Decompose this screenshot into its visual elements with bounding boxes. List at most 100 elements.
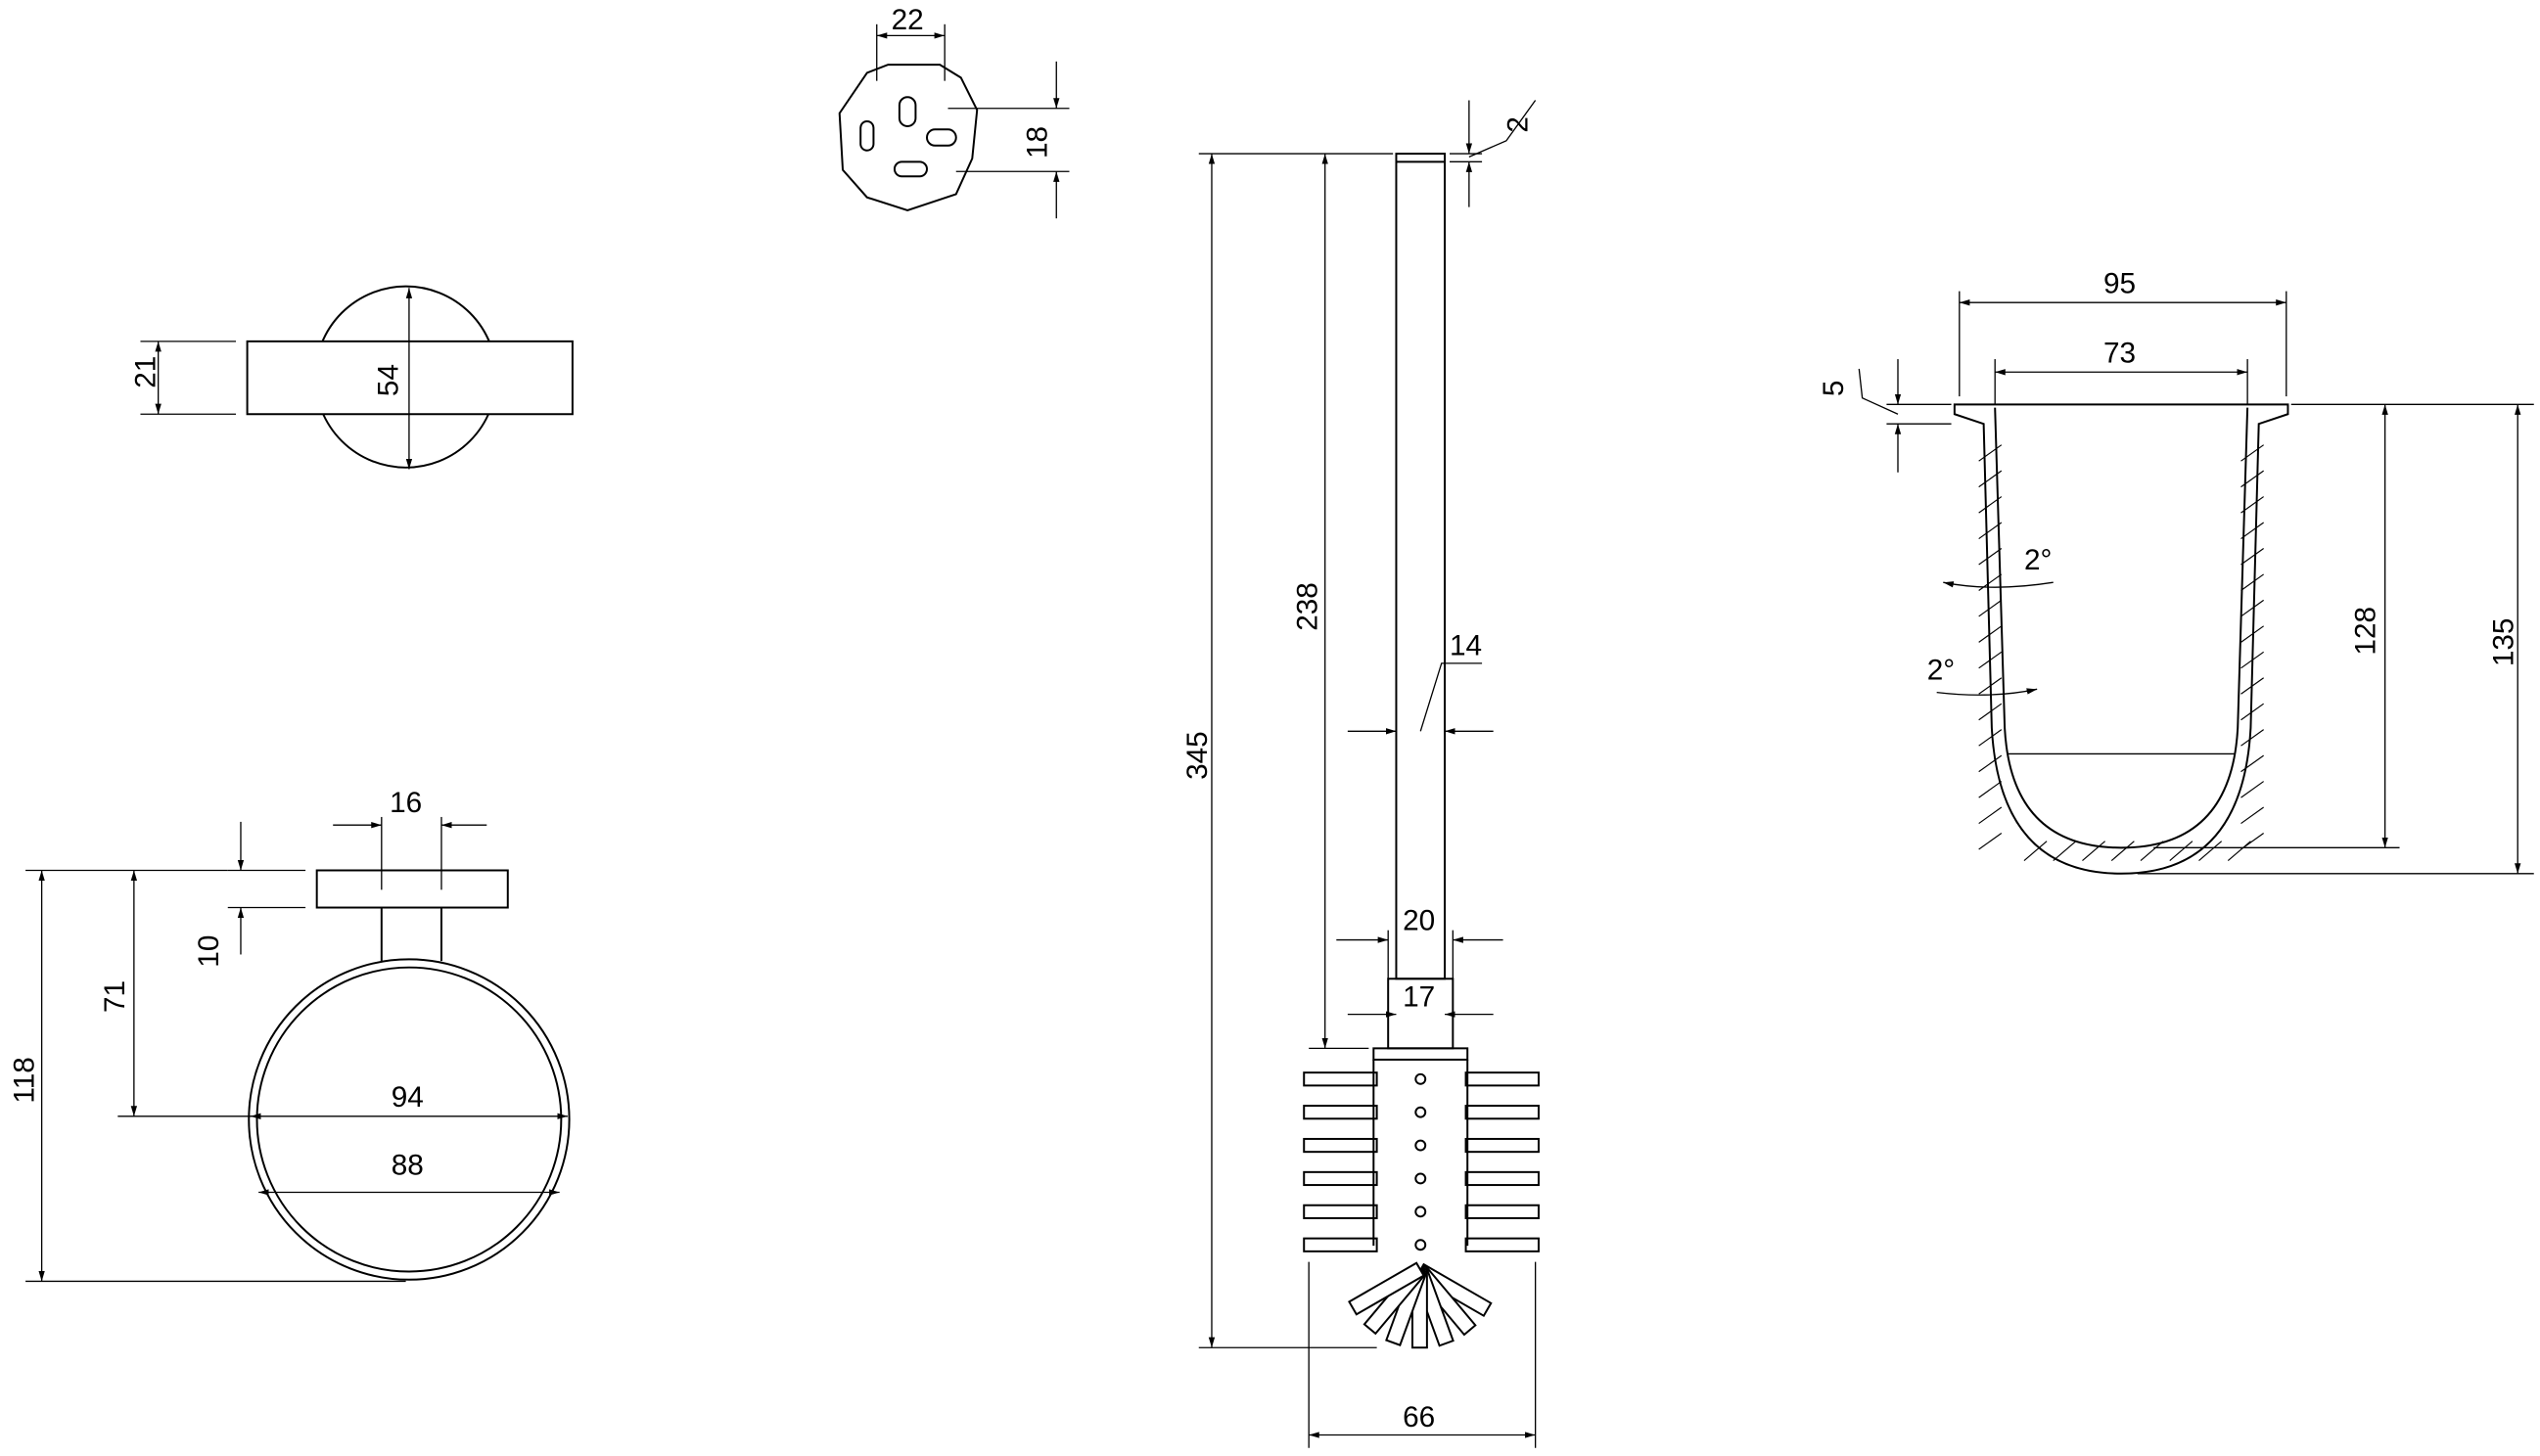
toilet-brush: 345 238 2 14 20 17 66 bbox=[1181, 100, 1540, 1448]
hatch-line bbox=[1978, 522, 2003, 540]
dim-54: 54 bbox=[372, 364, 404, 396]
hatch-line bbox=[2240, 522, 2264, 540]
holder-front-view: 16 10 71 118 94 88 bbox=[8, 787, 571, 1283]
bristle-hole bbox=[1414, 1206, 1427, 1218]
dim-345: 345 bbox=[1181, 731, 1214, 780]
hatch-line bbox=[2053, 841, 2077, 862]
hatch-line bbox=[1978, 677, 2003, 695]
dim-135: 135 bbox=[2487, 618, 2519, 667]
bristle bbox=[1464, 1105, 1540, 1120]
slot-hole bbox=[926, 128, 957, 147]
hatch-line bbox=[1978, 781, 2003, 798]
ring-outer bbox=[248, 958, 571, 1281]
angle-label-inner: 2° bbox=[1927, 654, 1955, 686]
bristle-hole bbox=[1414, 1139, 1427, 1152]
hatch-line bbox=[1978, 599, 2003, 617]
bristle bbox=[1464, 1071, 1540, 1087]
hatch-line bbox=[2198, 841, 2223, 862]
bristle bbox=[1464, 1137, 1540, 1154]
dim-5: 5 bbox=[1818, 381, 1850, 397]
bristle-hole bbox=[1414, 1072, 1427, 1085]
hatch-line bbox=[1978, 573, 2003, 591]
hatch-line bbox=[2169, 841, 2194, 862]
hatch-line bbox=[1978, 496, 2003, 514]
plate-outline bbox=[838, 64, 979, 211]
hatch-line bbox=[1978, 754, 2003, 773]
cup-inner bbox=[1994, 407, 2249, 849]
slot-hole bbox=[893, 160, 928, 178]
dim-10: 10 bbox=[193, 935, 225, 968]
hatch-line bbox=[2240, 470, 2264, 488]
dim-88: 88 bbox=[392, 1149, 424, 1181]
dim-22: 22 bbox=[892, 4, 924, 36]
hatch-line bbox=[2082, 841, 2105, 862]
holder-top-view: 21 54 bbox=[129, 285, 574, 470]
hatch-line bbox=[1978, 832, 2003, 850]
hatch-line bbox=[2240, 444, 2264, 462]
hatch-line bbox=[2240, 677, 2264, 695]
dim-21: 21 bbox=[129, 356, 162, 388]
hatch-line bbox=[2240, 806, 2264, 825]
mounting-plate: 22 18 bbox=[838, 4, 1070, 219]
bristles bbox=[1303, 1071, 1540, 1349]
bristle-hole bbox=[1414, 1172, 1427, 1185]
bristle bbox=[1464, 1170, 1540, 1187]
dim-94: 94 bbox=[392, 1081, 424, 1114]
dim-2: 2 bbox=[1501, 116, 1534, 133]
bristle bbox=[1303, 1105, 1378, 1120]
bristle bbox=[1303, 1137, 1378, 1154]
dim-71: 71 bbox=[99, 980, 131, 1013]
hatch-line bbox=[1978, 470, 2003, 488]
hatch-line bbox=[1978, 444, 2003, 462]
section-hatching bbox=[1978, 444, 2264, 862]
angle-arc bbox=[1936, 688, 2038, 696]
bristle-hole bbox=[1414, 1106, 1427, 1118]
hatch-line bbox=[2240, 548, 2264, 566]
hatch-line bbox=[2023, 841, 2048, 862]
hatch-line bbox=[2240, 625, 2264, 643]
angle-arc bbox=[1943, 581, 2054, 588]
hatch-line bbox=[2240, 781, 2264, 798]
dim-16: 16 bbox=[390, 787, 422, 819]
hatch-line bbox=[1978, 703, 2003, 721]
hatch-line bbox=[1978, 729, 2003, 747]
hatch-line bbox=[2240, 573, 2264, 591]
dim-18: 18 bbox=[1021, 126, 1053, 159]
dim-128: 128 bbox=[2350, 607, 2382, 656]
dim-238: 238 bbox=[1291, 582, 1323, 631]
brush-neck bbox=[1372, 1047, 1469, 1061]
hatch-line bbox=[2227, 841, 2251, 862]
hatch-line bbox=[1978, 806, 2003, 825]
bristle bbox=[1303, 1237, 1378, 1252]
wall-plate bbox=[315, 869, 509, 909]
bristle bbox=[1303, 1071, 1378, 1087]
brush-handle bbox=[1395, 153, 1447, 980]
hatch-line bbox=[1978, 548, 2003, 566]
hatch-line bbox=[2110, 841, 2135, 862]
angle-label-outer: 2° bbox=[2024, 544, 2052, 576]
hatch-line bbox=[2240, 754, 2264, 773]
bristle bbox=[1464, 1237, 1540, 1252]
bristle bbox=[1464, 1204, 1540, 1219]
hatch-line bbox=[2240, 599, 2264, 617]
hatch-line bbox=[2240, 651, 2264, 669]
slot-hole bbox=[898, 96, 917, 127]
hatch-line bbox=[2240, 496, 2264, 514]
brush-cup: 95 73 5 128 135 2° 2° bbox=[1818, 267, 2534, 875]
hatch-line bbox=[1978, 625, 2003, 643]
dim-20: 20 bbox=[1403, 905, 1435, 937]
dim-118: 118 bbox=[8, 1057, 40, 1103]
dim-14: 14 bbox=[1450, 630, 1482, 662]
bristle-hole bbox=[1414, 1239, 1427, 1251]
leader-line bbox=[1858, 368, 1899, 415]
dim-17: 17 bbox=[1403, 980, 1435, 1013]
holder-arm bbox=[246, 340, 574, 416]
dim-95: 95 bbox=[2103, 267, 2136, 299]
cup-outer bbox=[1953, 403, 2289, 875]
hatch-line bbox=[2140, 841, 2164, 862]
ring-inner bbox=[255, 966, 563, 1273]
hatch-line bbox=[2240, 703, 2264, 721]
hatch-line bbox=[1978, 651, 2003, 669]
dim-66: 66 bbox=[1403, 1401, 1435, 1433]
